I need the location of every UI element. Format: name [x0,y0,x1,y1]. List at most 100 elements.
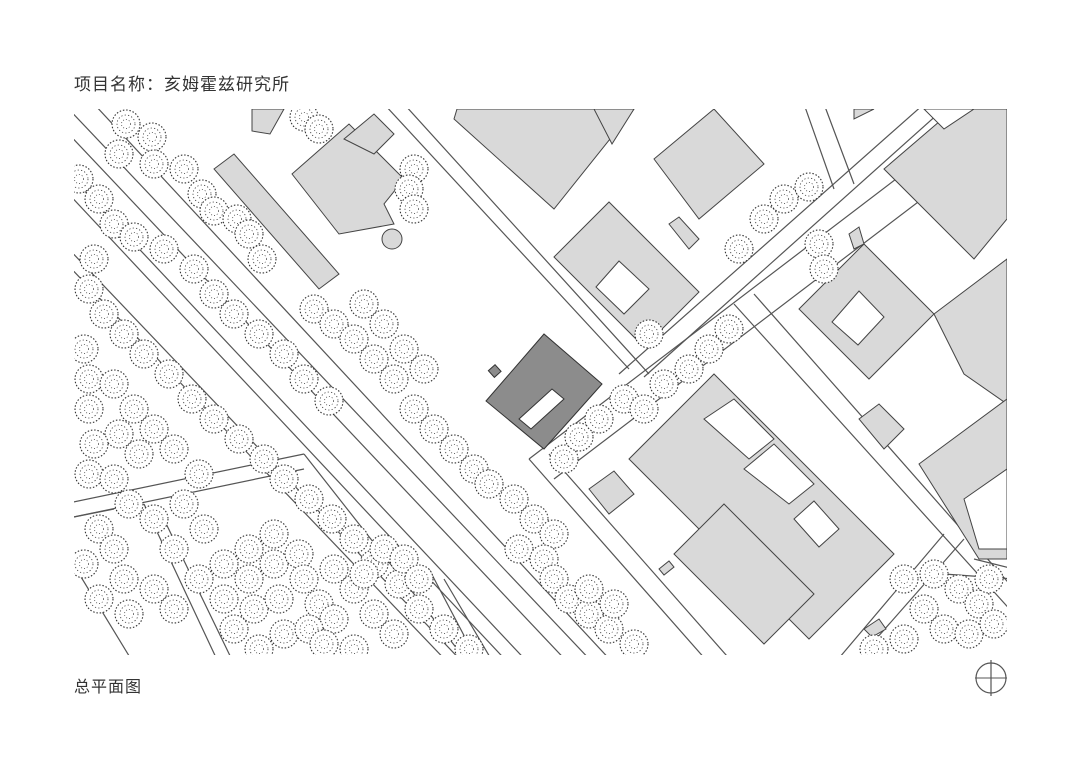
tree [859,634,889,655]
tree [99,534,129,564]
tree [399,394,429,424]
tree [674,354,704,384]
tree [124,439,154,469]
tree [199,404,229,434]
tree [79,429,109,459]
tree [889,564,919,594]
tree [399,194,429,224]
tree [474,469,504,499]
tree [809,254,839,284]
tree [919,559,949,589]
tree [429,614,459,644]
tree [769,184,799,214]
tree [209,549,239,579]
site-plan-map [74,109,1007,655]
tree [139,504,169,534]
tree [129,339,159,369]
tree [409,354,439,384]
tree [119,222,149,252]
tree [954,619,984,649]
tree [594,614,624,644]
tree [74,394,104,424]
tree [404,594,434,624]
tree [199,279,229,309]
tree [629,394,659,424]
tree [74,334,99,364]
tree [419,414,449,444]
tree [749,204,779,234]
tree [339,524,369,554]
tree [184,459,214,489]
tree [169,154,199,184]
tree [619,629,649,655]
tree [219,614,249,644]
tree [317,504,347,534]
tree [224,424,254,454]
tree [359,599,389,629]
caption: 总平面图 [74,677,143,696]
tree [539,519,569,549]
tree [159,534,189,564]
tree [209,584,239,614]
tree [304,114,334,144]
tree [714,314,744,344]
tree [404,564,434,594]
tree [234,564,264,594]
tree [139,574,169,604]
tree [109,319,139,349]
tree [111,109,141,139]
tree [264,584,294,614]
tree [259,519,289,549]
tree [137,122,167,152]
tree [599,589,629,619]
tree [389,334,419,364]
tree [249,444,279,474]
tree [349,289,379,319]
tree [104,139,134,169]
tree [114,599,144,629]
tree [169,489,199,519]
tree [114,489,144,519]
tree [974,564,1004,594]
tree [79,244,109,274]
tree [794,172,824,202]
tree [149,234,179,264]
tree [74,364,104,394]
tree [139,414,169,444]
tree [109,564,139,594]
tree [219,299,249,329]
tree [929,614,959,644]
tree [234,534,264,564]
tree [244,634,274,655]
tree [289,564,319,594]
tree [139,149,169,179]
tree [159,434,189,464]
tree [159,594,189,624]
tree [504,534,534,564]
tree [584,404,614,434]
tree [979,609,1007,639]
tree [339,324,369,354]
tree [889,624,919,654]
tree [84,184,114,214]
tree [359,344,389,374]
tree [294,484,324,514]
tree [339,634,369,655]
tree [574,574,604,604]
north-arrow-icon [973,660,1009,696]
tree [379,619,409,649]
tree [269,339,299,369]
tree [439,434,469,464]
tree [379,364,409,394]
tree [244,319,274,349]
tree [74,274,104,304]
tree [104,419,134,449]
tree [179,254,209,284]
tree [177,384,207,414]
tree [189,514,219,544]
tree [724,234,754,264]
tree [694,334,724,364]
tree [804,229,834,259]
project-building [485,333,603,450]
tree [909,594,939,624]
